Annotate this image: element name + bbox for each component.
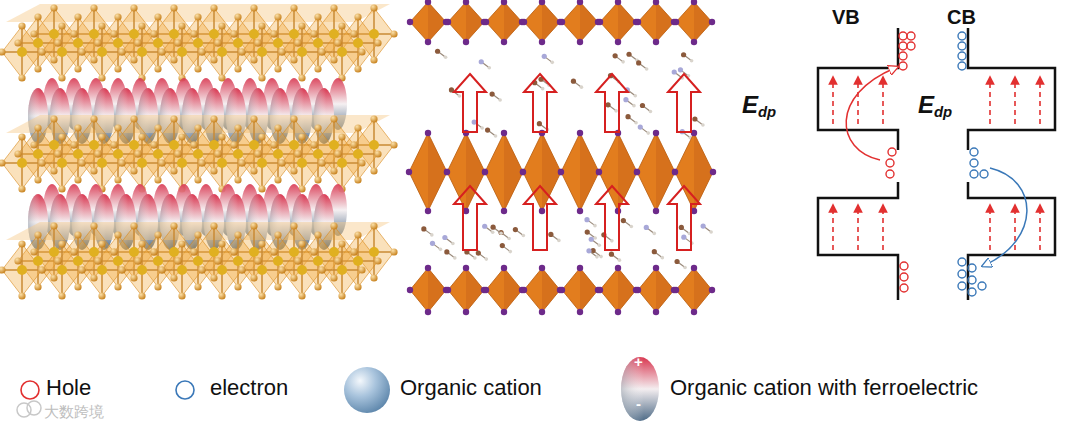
- band-label: CB: [947, 6, 976, 28]
- band-label: VB: [832, 6, 860, 28]
- minus-sign: -: [636, 396, 641, 413]
- band-diagram: [818, 28, 1055, 300]
- legend-label: Organic cation: [400, 376, 542, 400]
- legend-label: electron: [210, 376, 288, 400]
- legend-samples: [17, 357, 659, 421]
- field-symbol: Edp: [742, 92, 776, 121]
- legend-label: Hole: [46, 376, 91, 400]
- perovskite-3d: [0, 4, 398, 300]
- legend-label: Organic cation with ferroelectric: [670, 376, 978, 400]
- watermark: 大数跨境: [44, 404, 104, 421]
- plus-sign: +: [634, 354, 643, 371]
- field-symbol: Edp: [918, 92, 952, 121]
- perovskite-structure: [406, 0, 716, 315]
